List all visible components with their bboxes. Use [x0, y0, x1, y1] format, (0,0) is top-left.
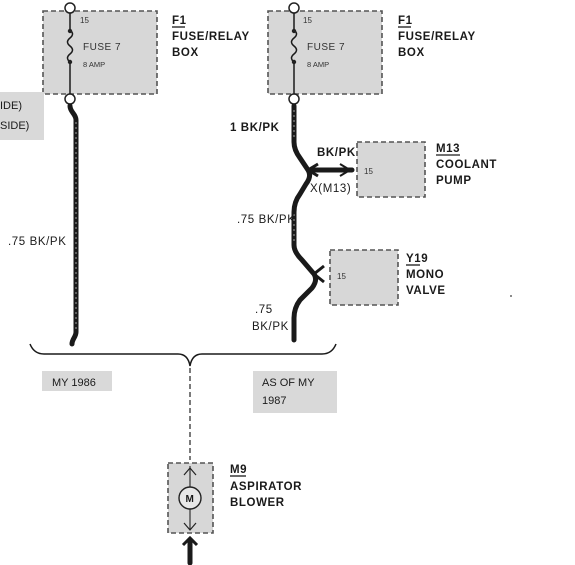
m13-wire-label: BK/PK: [317, 147, 356, 159]
coolant-pump-box: [356, 141, 426, 198]
wire-right: [291, 103, 319, 343]
wire-right-bottom-label-1: .75: [255, 304, 273, 316]
fuse-left-amp: 8 AMP: [83, 60, 105, 69]
wire-right-mid-label: .75 BK/PK: [237, 214, 295, 226]
mono-valve-name-2: VALVE: [406, 285, 446, 297]
variant-brace: [29, 343, 337, 367]
y19-branch: [311, 264, 325, 284]
coolant-pump-terminal: 15: [364, 167, 373, 176]
fuse-left-name-1: FUSE/RELAY: [172, 31, 250, 43]
fuse-box-right: 15 FUSE 7 8 AMP: [267, 2, 383, 105]
fuse-symbol-right: [290, 29, 298, 63]
aspirator-blower-box: M: [167, 462, 214, 534]
motor-symbol: M: [186, 494, 195, 505]
fuse-right-label: FUSE 7: [307, 42, 345, 53]
variant-right-box: [253, 371, 337, 413]
partial-note-line-1: IDE): [0, 100, 22, 112]
wire-ground: [181, 535, 199, 565]
mono-valve-terminal: 15: [337, 272, 346, 281]
m13-connector-label: X(M13): [310, 183, 351, 195]
stray-mark: [510, 295, 512, 297]
fuse-left-ref: F1: [172, 15, 187, 27]
fuse-right-name-1: FUSE/RELAY: [398, 31, 476, 43]
blower-name-1: ASPIRATOR: [230, 481, 302, 493]
fuse-right-name-2: BOX: [398, 47, 425, 59]
variant-left-box: [42, 371, 112, 391]
mono-valve-name-1: MONO: [406, 269, 444, 281]
wire-left-label: .75 BK/PK: [8, 236, 66, 248]
blower-ref: M9: [230, 464, 247, 476]
fuse-right-terminal: 15: [303, 16, 312, 25]
partial-note-line-2: SIDE): [0, 120, 29, 132]
coolant-pump-name-1: COOLANT: [436, 159, 497, 171]
fuse-right-ref: F1: [398, 15, 413, 27]
wire-left: [67, 103, 79, 347]
partial-note-box: [0, 92, 44, 140]
motor-icon: [178, 486, 202, 510]
fuse-left-terminal: 15: [80, 16, 89, 25]
fuse-right-amp: 8 AMP: [307, 60, 329, 69]
variant-right-label-2: 1987: [262, 395, 286, 407]
wire-right-bottom-label-2: BK/PK: [252, 321, 289, 333]
coolant-pump-name-2: PUMP: [436, 175, 472, 187]
variant-left-label: MY 1986: [52, 377, 96, 389]
mono-valve-ref: Y19: [406, 253, 428, 265]
wire-right-top-label: 1 BK/PK: [230, 122, 280, 134]
fuse-box-left: 15 FUSE 7 8 AMP: [42, 2, 158, 105]
variant-right-label-1: AS OF MY: [262, 377, 315, 389]
m13-branch: [305, 162, 355, 178]
mono-valve-box: [329, 249, 399, 306]
blower-name-2: BLOWER: [230, 497, 285, 509]
fuse-left-label: FUSE 7: [83, 42, 121, 53]
fuse-left-name-2: BOX: [172, 47, 199, 59]
coolant-pump-ref: M13: [436, 143, 460, 155]
fuse-symbol-left: [66, 29, 74, 63]
